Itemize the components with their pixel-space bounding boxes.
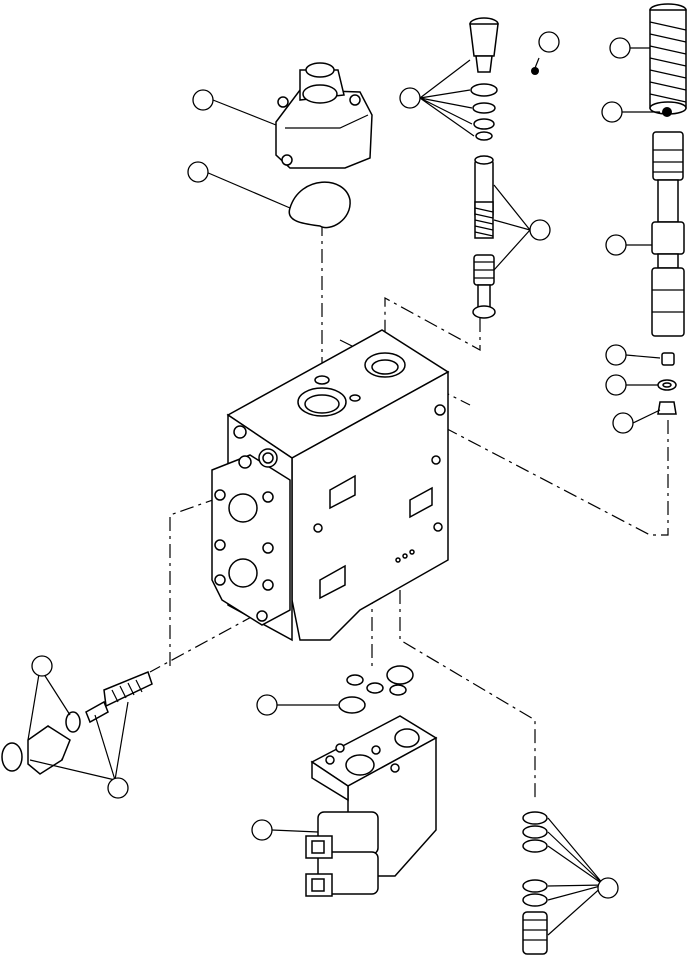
solenoid-block xyxy=(305,715,438,897)
right-spool-assembly xyxy=(649,3,687,415)
callout-5 xyxy=(529,219,551,241)
bottom-seals xyxy=(338,665,414,714)
callout-10 xyxy=(605,374,627,396)
cover-seal xyxy=(288,181,351,229)
callout-1 xyxy=(192,89,214,111)
callouts xyxy=(31,31,634,899)
callout-6 xyxy=(609,37,631,59)
top-spool-stack xyxy=(469,17,539,319)
callout-12 xyxy=(31,655,53,677)
bottom-right-seal-stack xyxy=(522,811,548,955)
callout-15 xyxy=(251,819,273,841)
callout-14 xyxy=(256,694,278,716)
callout-11 xyxy=(612,412,634,434)
callout-4 xyxy=(538,31,560,53)
valve-body xyxy=(211,329,450,642)
callout-3 xyxy=(399,87,421,109)
left-plug-assembly xyxy=(1,671,153,775)
callout-16 xyxy=(597,877,619,899)
callout-13 xyxy=(107,777,129,799)
callout-8 xyxy=(605,234,627,256)
callout-7 xyxy=(601,101,623,123)
cover-assembly xyxy=(275,62,373,169)
callout-9 xyxy=(605,344,627,366)
leader-lines xyxy=(27,47,661,936)
callout-2 xyxy=(187,161,209,183)
